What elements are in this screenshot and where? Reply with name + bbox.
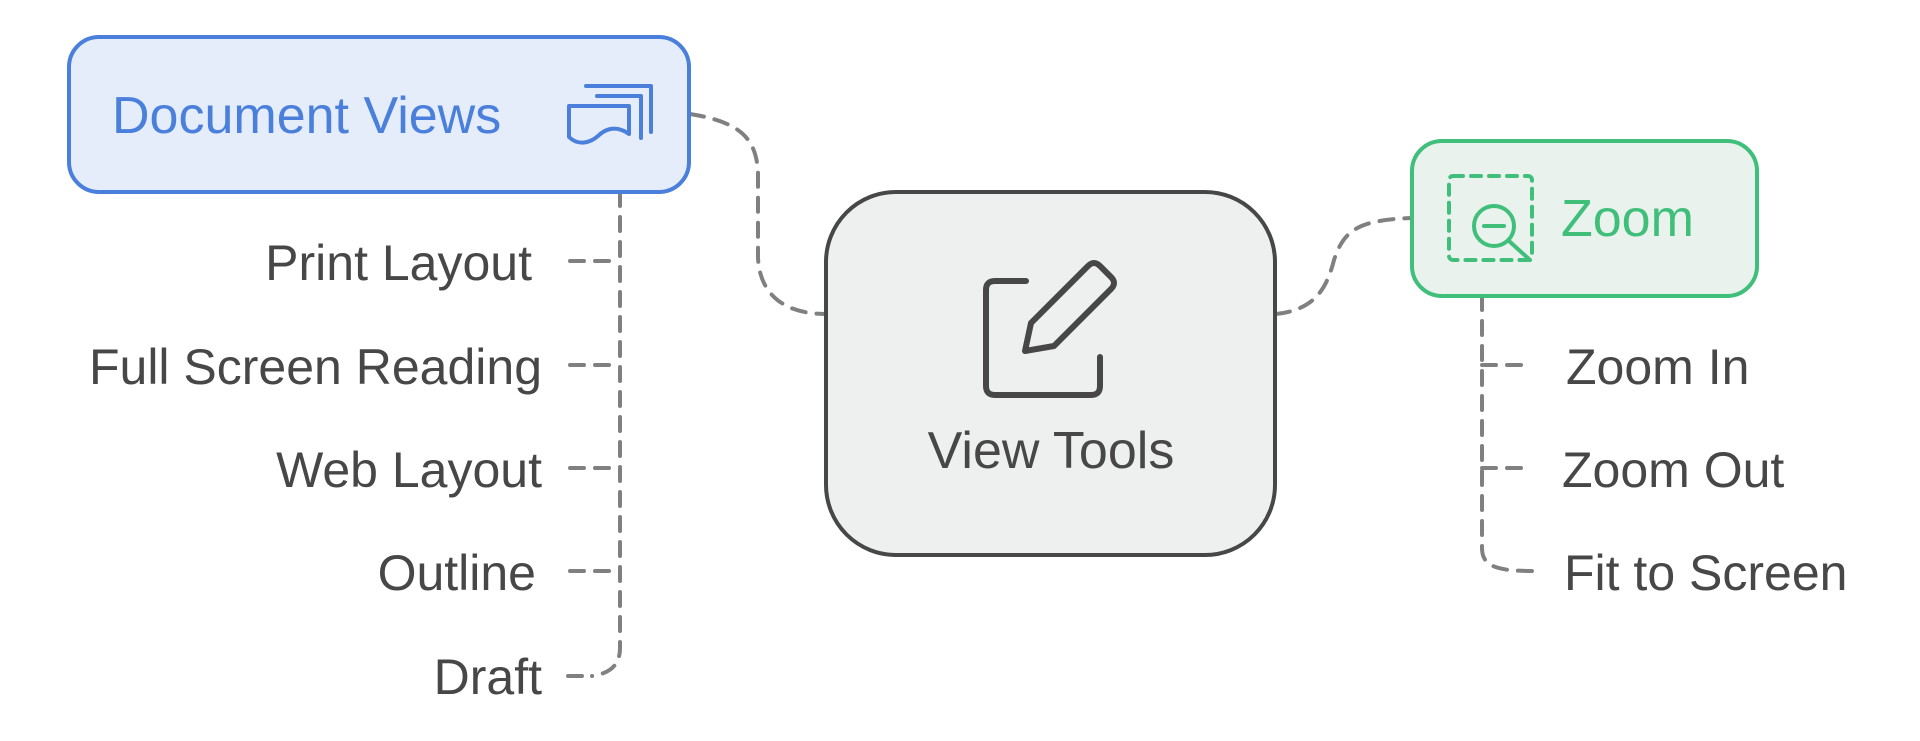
list-item-full-screen-reading[interactable]: Full Screen Reading [89,339,542,395]
central-node[interactable]: View Tools [824,190,1277,557]
central-label: View Tools [928,422,1175,480]
list-item-zoom-in[interactable]: Zoom In [1566,339,1749,395]
list-item-print-layout[interactable]: Print Layout [265,235,532,291]
pages-icon [567,84,653,145]
connector-views-to-central [688,112,828,316]
list-item-draft[interactable]: Draft [434,649,542,705]
connector-central-to-zoom [1274,216,1414,316]
document-views-node[interactable]: Document Views [67,35,691,194]
document-views-items: Print Layout Full Screen Reading Web Lay… [89,235,542,705]
zoom-node[interactable]: Zoom [1410,139,1759,298]
connectors [566,112,1534,678]
zoom-box [1410,139,1759,298]
list-item-fit-to-screen[interactable]: Fit to Screen [1564,545,1847,601]
list-item-web-layout[interactable]: Web Layout [276,442,542,498]
zoom-out-icon [1447,174,1534,262]
zoom-items: Zoom In Zoom Out Fit to Screen [1562,339,1847,601]
connector-zoom-trunk [1480,294,1534,573]
central-box [824,190,1277,557]
document-views-label: Document Views [112,87,501,145]
zoom-label: Zoom [1561,190,1694,248]
edit-icon [983,260,1117,398]
list-item-outline[interactable]: Outline [378,545,536,601]
list-item-zoom-out[interactable]: Zoom Out [1562,442,1784,498]
connector-views-trunk [590,190,622,678]
document-views-box [67,35,691,194]
